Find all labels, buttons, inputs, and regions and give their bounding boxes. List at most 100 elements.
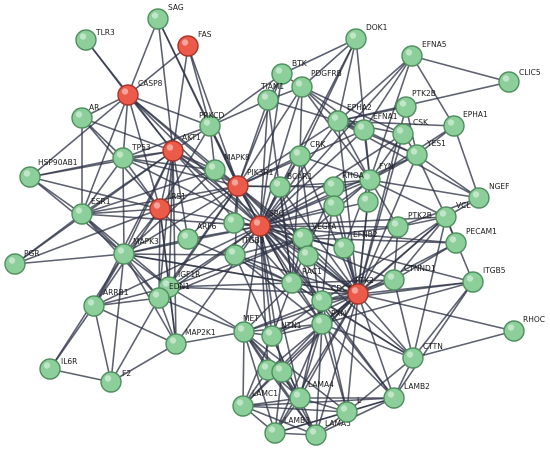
node-crk[interactable]: CRK — [289, 140, 326, 167]
node-circle[interactable] — [402, 347, 424, 369]
node-ptk2b[interactable]: PTK2B — [387, 211, 432, 238]
node-circle[interactable] — [503, 320, 525, 342]
node-mapk8[interactable]: MAPK8 — [204, 153, 250, 181]
node-fyn[interactable]: FYN — [359, 162, 394, 191]
node-circle[interactable] — [395, 96, 417, 118]
node-pxn[interactable]: PXN — [311, 309, 346, 335]
node-circle[interactable] — [100, 371, 122, 393]
node-circle[interactable] — [392, 123, 414, 145]
node-itgb5[interactable]: ITGB5 — [462, 266, 506, 293]
node-circle[interactable] — [327, 110, 349, 132]
node-circle[interactable] — [323, 195, 345, 217]
node-circle[interactable] — [311, 290, 333, 312]
node-akt1[interactable]: AKT1 — [162, 133, 201, 162]
node-circle[interactable] — [71, 107, 93, 129]
node-edn1[interactable]: EDN1 — [148, 282, 190, 309]
node-circle[interactable] — [387, 216, 409, 238]
node-circle[interactable] — [383, 269, 405, 291]
node-circle[interactable] — [117, 84, 139, 106]
node-pdgfrb[interactable]: PDGFRB — [291, 69, 342, 98]
node-lamc1[interactable]: LAMC1 — [232, 389, 278, 417]
node-circle[interactable] — [347, 283, 369, 305]
node-pgr[interactable]: PGR — [4, 249, 40, 275]
node-circle[interactable] — [289, 387, 311, 409]
node-circle[interactable] — [359, 169, 381, 191]
node-csk[interactable]: CSK — [392, 118, 429, 145]
node-lama4[interactable]: LAMA4 — [289, 380, 334, 409]
node-circle[interactable] — [305, 424, 327, 446]
node-circle[interactable] — [149, 198, 171, 220]
node-efna1[interactable]: EFNA1 — [353, 112, 398, 141]
node-circle[interactable] — [297, 245, 319, 267]
node-f2[interactable]: F2 — [100, 369, 131, 393]
node-map2k1[interactable]: MAP2K1 — [165, 328, 216, 355]
node-circle[interactable] — [232, 395, 254, 417]
node-circle[interactable] — [39, 358, 61, 380]
node-circle[interactable] — [233, 321, 255, 343]
node-circle[interactable] — [112, 147, 134, 169]
node-circle[interactable] — [383, 387, 405, 409]
node-src[interactable]: SRC — [249, 209, 284, 237]
node-fas[interactable]: FAS — [177, 30, 212, 57]
node-circle[interactable] — [257, 89, 279, 111]
node-n-b[interactable] — [271, 361, 293, 383]
node-ntn1[interactable]: NTN1 — [261, 321, 302, 347]
node-ar[interactable]: AR — [71, 103, 99, 129]
node-vcl[interactable]: VCL — [435, 201, 471, 228]
node-arf6[interactable]: ARF6 — [177, 222, 217, 250]
node-circle[interactable] — [199, 115, 221, 137]
node-hsp90ab1[interactable]: HSP90AB1 — [19, 158, 78, 188]
node-epha1[interactable]: EPHA1 — [443, 110, 488, 137]
node-circle[interactable] — [292, 227, 314, 249]
node-arrb1[interactable]: ARRB1 — [83, 288, 129, 317]
node-ctnnd1[interactable]: CTNND1 — [383, 264, 436, 291]
node-tlr3[interactable]: TLR3 — [75, 28, 115, 51]
node-circle[interactable] — [162, 140, 184, 162]
node-circle[interactable] — [147, 8, 169, 30]
node-circle[interactable] — [498, 71, 520, 93]
node-circle[interactable] — [223, 212, 245, 234]
node-rhoc[interactable]: RHOC — [503, 315, 545, 342]
node-n-e[interactable] — [297, 245, 319, 267]
node-circle[interactable] — [401, 45, 423, 67]
node-circle[interactable] — [271, 361, 293, 383]
node-rhoa[interactable]: RHOA — [323, 171, 365, 198]
node-btk[interactable]: BTK — [271, 59, 308, 85]
node-circle[interactable] — [75, 29, 97, 51]
node-pik3r1[interactable]: PIK3R1 — [227, 168, 274, 197]
node-circle[interactable] — [261, 325, 283, 347]
node-circle[interactable] — [4, 253, 26, 275]
node-yes1[interactable]: YES1 — [406, 139, 446, 166]
node-bcar1[interactable]: BCAR1 — [269, 172, 313, 198]
node-circle[interactable] — [148, 287, 170, 309]
node-ptk2b[interactable]: PTK2B — [395, 89, 436, 118]
node-circle[interactable] — [281, 272, 303, 294]
node-circle[interactable] — [345, 28, 367, 50]
node-circle[interactable] — [224, 244, 246, 266]
node-lamb2[interactable]: LAMB2 — [383, 382, 430, 409]
node-circle[interactable] — [269, 176, 291, 198]
node-tiam1[interactable]: TIAM1 — [257, 82, 284, 111]
node-circle[interactable] — [443, 115, 465, 137]
node-tp53[interactable]: TP53 — [112, 143, 151, 169]
node-n-d[interactable] — [323, 195, 345, 217]
node-l[interactable]: L — [336, 396, 362, 423]
node-epha2[interactable]: EPHA2 — [327, 103, 372, 132]
node-circle[interactable] — [227, 175, 249, 197]
node-circle[interactable] — [406, 144, 428, 166]
node-circle[interactable] — [289, 145, 311, 167]
node-prkcd[interactable]: PRKCD — [199, 111, 224, 137]
node-circle[interactable] — [113, 243, 135, 265]
node-efnb2[interactable]: EFNB2 — [333, 230, 378, 259]
node-circle[interactable] — [323, 176, 345, 198]
node-efna5[interactable]: EFNA5 — [401, 40, 447, 67]
node-cdc42[interactable]: CDC42 — [311, 284, 357, 312]
node-met[interactable]: MET — [233, 314, 259, 343]
node-circle[interactable] — [19, 166, 41, 188]
node-circle[interactable] — [249, 215, 271, 237]
node-circle[interactable] — [435, 206, 457, 228]
node-vegfa[interactable]: VEGFA — [292, 222, 337, 249]
node-lama5[interactable]: LAMA5 — [305, 419, 351, 446]
node-clic5[interactable]: CLIC5 — [498, 68, 541, 93]
node-circle[interactable] — [165, 333, 187, 355]
